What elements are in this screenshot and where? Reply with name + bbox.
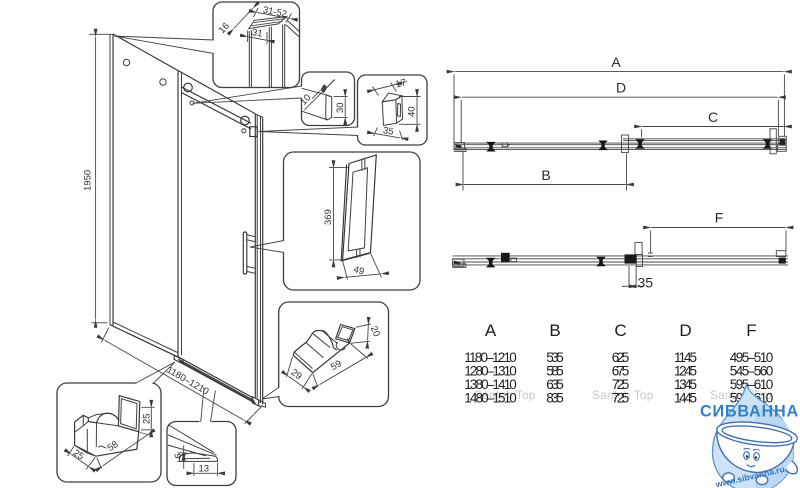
svg-text:F: F [715,210,724,226]
svg-text:40: 40 [407,106,418,117]
svg-text:29: 29 [289,367,304,382]
svg-text:35: 35 [638,275,654,291]
svg-text:B: B [549,321,560,340]
svg-text:A: A [485,321,497,340]
svg-text:1445: 1445 [674,391,697,406]
svg-text:1345: 1345 [674,377,697,392]
svg-text:1950: 1950 [83,170,94,191]
svg-text:545–560: 545–560 [730,364,774,379]
svg-text:59: 59 [329,358,344,373]
svg-text:30: 30 [335,102,346,113]
svg-text:D: D [616,80,626,96]
svg-text:725: 725 [612,391,630,406]
svg-text:D: D [679,321,691,340]
svg-text:C: C [614,321,626,340]
svg-text:13: 13 [199,464,210,475]
svg-text:495–510: 495–510 [730,350,774,365]
svg-text:1180–1210: 1180–1210 [464,350,517,365]
svg-text:1280–1310: 1280–1310 [464,364,517,379]
svg-text:6: 6 [173,454,184,459]
svg-text:31-52: 31-52 [262,5,288,20]
svg-text:595–610: 595–610 [730,377,774,392]
svg-text:Santeh Top: Santeh Top [592,388,654,402]
svg-text:C: C [708,109,718,125]
svg-text:585: 585 [546,364,564,379]
svg-text:369: 369 [323,209,334,225]
svg-text:F: F [746,321,756,340]
svg-text:35: 35 [382,125,394,138]
svg-text:B: B [541,167,550,183]
svg-text:835: 835 [546,391,564,406]
svg-text:725: 725 [612,377,630,392]
svg-text:25: 25 [71,447,86,462]
svg-text:675: 675 [612,364,630,379]
svg-text:Santeh Top: Santeh Top [474,388,536,402]
svg-text:20: 20 [368,325,382,339]
svg-text:1245: 1245 [674,364,697,379]
svg-text:СИБВАННА: СИБВАННА [700,403,799,421]
svg-text:625: 625 [612,350,630,365]
svg-text:1145: 1145 [674,350,697,365]
svg-text:1480–1510: 1480–1510 [464,391,517,406]
svg-text:49: 49 [352,264,365,277]
svg-text:635: 635 [546,377,564,392]
svg-text:25: 25 [142,413,153,424]
svg-text:31: 31 [251,27,263,40]
svg-text:1380–1410: 1380–1410 [464,377,517,392]
svg-text:58: 58 [106,439,121,454]
svg-text:535: 535 [546,350,564,365]
svg-text:A: A [611,54,621,70]
svg-text:17: 17 [395,77,408,90]
